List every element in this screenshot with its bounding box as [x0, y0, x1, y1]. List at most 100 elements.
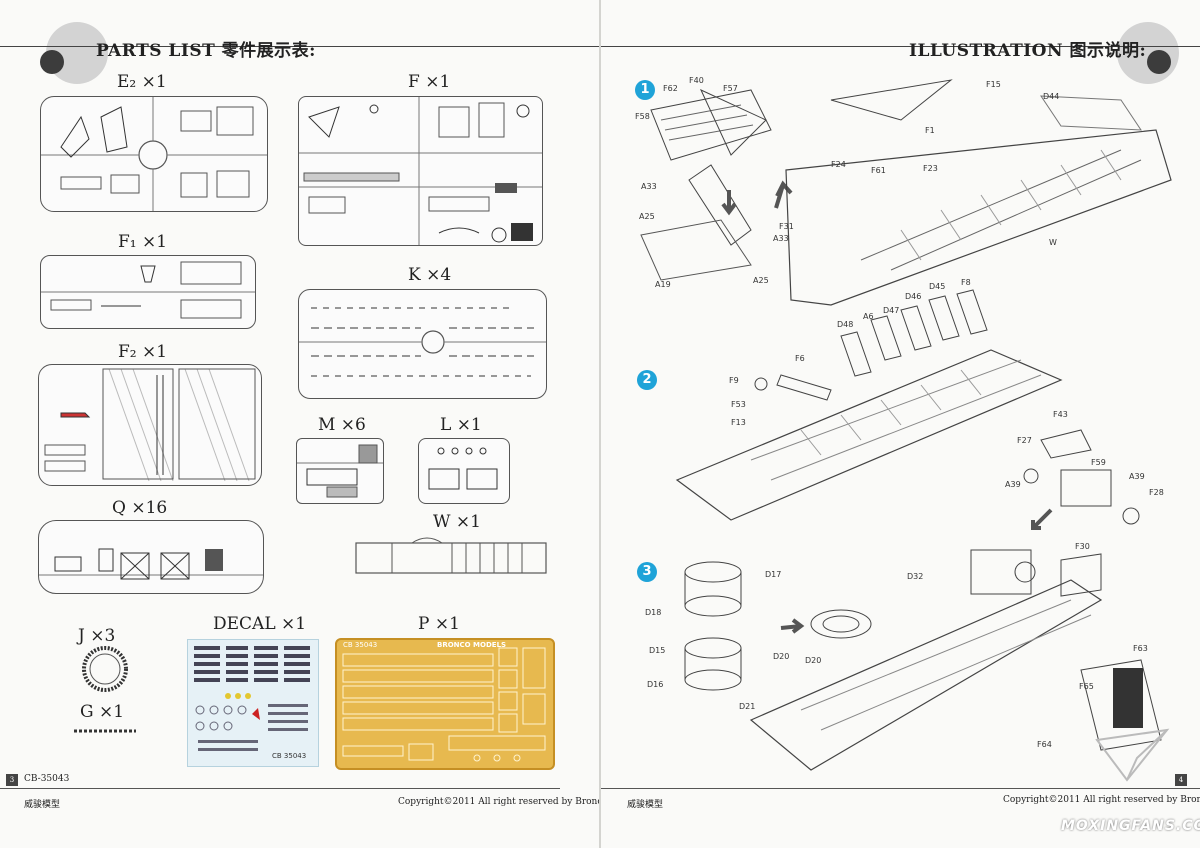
part-label-a6: A6 [863, 312, 874, 321]
part-label-f6: F6 [795, 354, 805, 363]
brand-chinese: 威骏模型 [627, 800, 664, 810]
part-label-d16: D16 [647, 680, 664, 689]
sprue-l [418, 438, 510, 504]
part-label-a25-b: A25 [753, 276, 769, 285]
part-label-d20: D20 [773, 652, 790, 661]
footer-rule [0, 788, 560, 789]
part-label-f57: F57 [723, 84, 738, 93]
part-label-f9: F9 [729, 376, 739, 385]
sprue-e2-parts [41, 97, 267, 211]
sprue-f2-parts [44, 368, 256, 482]
sprue-label-l: L ×1 [440, 415, 482, 435]
part-label-a39: A39 [1129, 472, 1145, 481]
decal-sheet-markings [194, 646, 310, 751]
step-badge-1: 1 [635, 80, 655, 100]
part-label-f13: F13 [731, 418, 746, 427]
part-label-f64: F64 [1037, 740, 1052, 749]
sprue-label-f1: F₁ ×1 [118, 232, 168, 252]
part-label-f62: F62 [663, 84, 678, 93]
step-badge-3: 3 [637, 562, 657, 582]
sprue-m [296, 438, 384, 504]
header-dot-decoration [1147, 50, 1171, 74]
sprue-w-frame [355, 537, 547, 574]
part-label-f53: F53 [731, 400, 746, 409]
header-rule [0, 46, 599, 47]
sprue-label-w: W ×1 [433, 512, 481, 532]
part-label-f30: F30 [1075, 542, 1090, 551]
pe-brand: BRONCO MODELS [437, 641, 507, 649]
part-label-f61: F61 [871, 166, 886, 175]
header-rule [601, 46, 1200, 47]
page-title: ILLUSTRATION 图示说明: [909, 41, 1147, 61]
part-label-d20-b: D20 [805, 656, 822, 665]
part-label-f43: F43 [1053, 410, 1068, 419]
part-label-d18: D18 [645, 608, 662, 617]
copyright-text: Copyright©2011 All right reserved by Bro… [398, 797, 599, 807]
sprue-f2 [38, 364, 262, 486]
part-j-wheel [82, 646, 128, 692]
part-g-chain [74, 729, 136, 733]
pe-code: CB 35043 [343, 641, 378, 649]
part-label-f28: F28 [1149, 488, 1164, 497]
sprue-label-f: F ×1 [408, 72, 451, 92]
part-label-f40: F40 [689, 76, 704, 85]
sprue-f [298, 96, 543, 246]
sprue-m-parts [297, 444, 383, 498]
sprue-f1 [40, 255, 256, 329]
part-label-d47: D47 [883, 306, 900, 315]
part-label-d21: D21 [739, 702, 756, 711]
part-label-w: W [1049, 238, 1057, 247]
part-label-f23: F23 [923, 164, 938, 173]
step-3-diagram [684, 549, 1162, 771]
photo-etch-fret: CB 35043 BRONCO MODELS [335, 638, 555, 770]
part-label-f8: F8 [961, 278, 971, 287]
part-label-d48: D48 [837, 320, 854, 329]
part-label-f63: F63 [1133, 644, 1148, 653]
copyright-text: Copyright©2011 All right reserved by Bro… [1003, 795, 1200, 805]
part-label-d46: D46 [905, 292, 922, 301]
footer-rule [601, 788, 1200, 789]
part-label-d17: D17 [765, 570, 782, 579]
decal-label: DECAL ×1 [213, 614, 307, 634]
sprue-e2 [40, 96, 268, 212]
watermark-logo-icon [1095, 728, 1170, 782]
decal-code: CB 35043 [272, 752, 307, 760]
pe-label: P ×1 [418, 614, 460, 634]
part-label-f31: F31 [779, 222, 794, 231]
sprue-label-k: K ×4 [408, 265, 452, 285]
sprue-l-parts [428, 447, 498, 490]
part-label-f58: F58 [635, 112, 650, 121]
part-label-a33-b: A33 [773, 234, 789, 243]
pe-fret-parts [342, 647, 546, 762]
step-2-diagram [675, 289, 1140, 530]
sprue-label-m: M ×6 [318, 415, 366, 435]
sprue-label-f2: F₂ ×1 [118, 342, 168, 362]
sprue-k-parts [299, 307, 546, 377]
kit-code: CB-35043 [24, 774, 70, 784]
page-title: PARTS LIST 零件展示表: [96, 41, 316, 61]
part-label-d32: D32 [907, 572, 924, 581]
step-badge-2: 2 [637, 370, 657, 390]
sprue-label-g: G ×1 [80, 702, 125, 722]
header-circle-decoration [1117, 22, 1179, 84]
part-label-a33: A33 [641, 182, 657, 191]
page-number: 3 [6, 774, 18, 786]
part-label-d15: D15 [649, 646, 666, 655]
sprue-q-parts [39, 548, 263, 580]
illustration-page: ILLUSTRATION 图示说明: 1 F62 F40 F57 F15 F58… [601, 0, 1200, 848]
sprue-f-parts [299, 97, 542, 245]
sprue-label-j: J ×3 [78, 626, 116, 646]
part-label-f27: F27 [1017, 436, 1032, 445]
part-label-d45: D45 [929, 282, 946, 291]
page-gutter [599, 0, 601, 848]
part-label-f15: F15 [986, 80, 1001, 89]
step-1-diagram [640, 79, 1172, 306]
sprue-q [38, 520, 264, 594]
sprue-k [298, 289, 547, 399]
part-label-f59: F59 [1091, 458, 1106, 467]
part-label-f1: F1 [925, 126, 935, 135]
sprue-label-q: Q ×16 [112, 498, 168, 518]
sprue-f1-parts [41, 261, 255, 319]
part-label-f65: F65 [1079, 682, 1094, 691]
